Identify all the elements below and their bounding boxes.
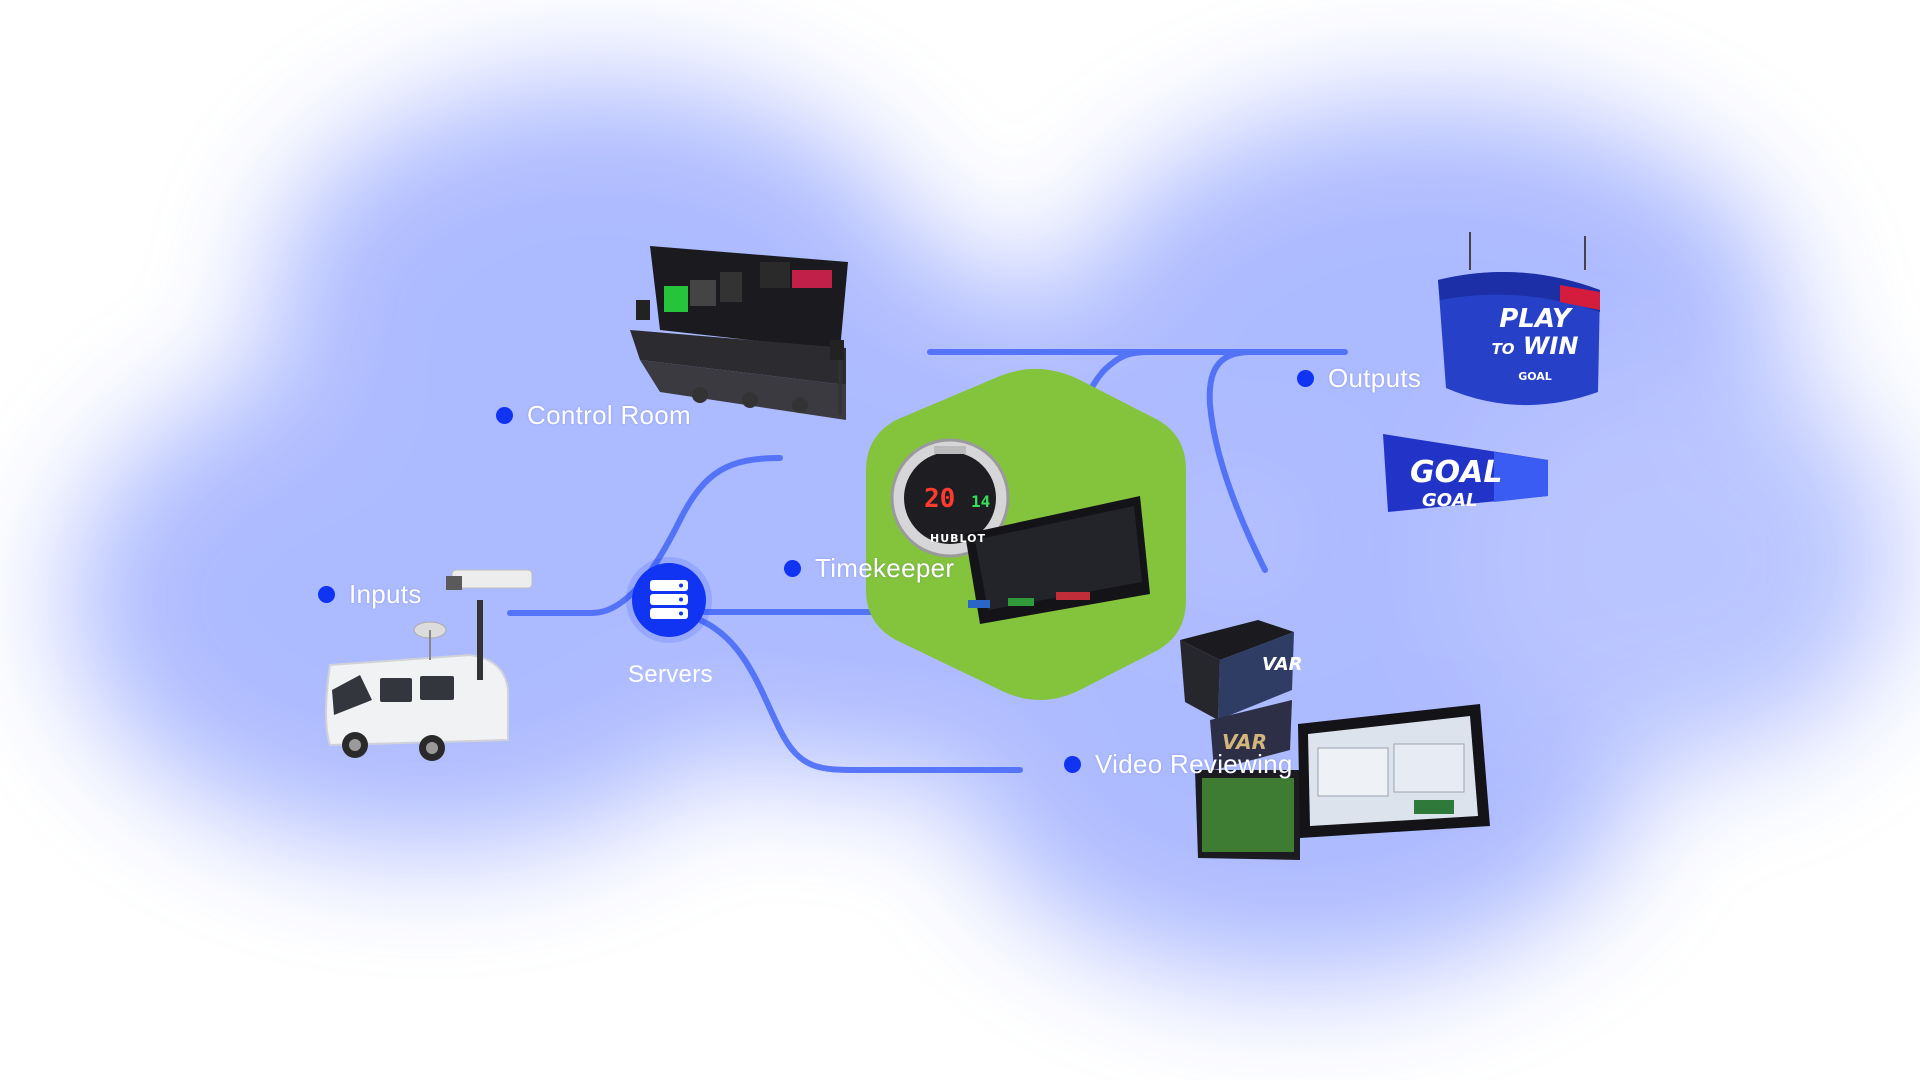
link-servers-video-reviewing: [697, 617, 1023, 773]
led-board-text: GOAL GOAL: [1410, 455, 1560, 511]
timekeeper-digits: 20 14: [924, 484, 990, 514]
arena-line3: WIN: [1522, 332, 1579, 360]
inputs-device: [325, 569, 533, 761]
link-inputs-servers: [507, 455, 783, 616]
control-room-dot: [496, 407, 513, 424]
outputs-label: Outputs: [1328, 363, 1422, 393]
servers-label: Servers: [628, 661, 713, 688]
link-outputs-video: [1206, 349, 1268, 573]
video-reviewing-label: Video Reviewing: [1095, 749, 1293, 779]
inputs-label: Inputs: [349, 579, 422, 609]
arena-display-device: [1438, 232, 1600, 406]
arena-line1: PLAY: [1499, 304, 1571, 334]
connection-lines: [507, 349, 1348, 773]
timekeeper-device: [890, 438, 1150, 624]
node-video-reviewing[interactable]: Video Reviewing: [1064, 749, 1293, 780]
led-board-left: GOAL: [1410, 455, 1503, 490]
led-board-right: GOAL: [1422, 490, 1478, 511]
node-outputs[interactable]: Outputs: [1297, 363, 1421, 394]
var-badge-top: VAR: [1262, 654, 1303, 675]
led-board-device: [1383, 434, 1548, 512]
video-reviewing-device: [1180, 620, 1490, 860]
arena-display-text: PLAY TO WIN GOAL: [1490, 305, 1580, 383]
node-control-room[interactable]: Control Room: [496, 400, 691, 431]
arena-line2-line3: TO WIN: [1490, 333, 1580, 362]
arena-brand: GOAL: [1518, 370, 1552, 383]
timekeeper-label: Timekeeper: [815, 553, 955, 583]
video-reviewing-dot: [1064, 756, 1081, 773]
control-room-label: Control Room: [527, 400, 691, 430]
arena-line2: TO: [1491, 340, 1515, 358]
inputs-dot: [318, 586, 335, 603]
server-stack-icon: [650, 580, 688, 619]
outputs-dot: [1297, 370, 1314, 387]
timekeeper-watch-brand: HUBLOT: [930, 532, 986, 545]
node-inputs[interactable]: Inputs: [318, 579, 422, 610]
timekeeper-dot: [784, 560, 801, 577]
timekeeper-digits-right: 14: [970, 492, 991, 511]
var-badge-mid: VAR: [1222, 730, 1267, 754]
control-room-device: [630, 246, 848, 420]
node-timekeeper[interactable]: Timekeeper: [784, 553, 954, 584]
servers-hub[interactable]: [632, 563, 706, 637]
timekeeper-digits-left: 20: [924, 484, 956, 514]
